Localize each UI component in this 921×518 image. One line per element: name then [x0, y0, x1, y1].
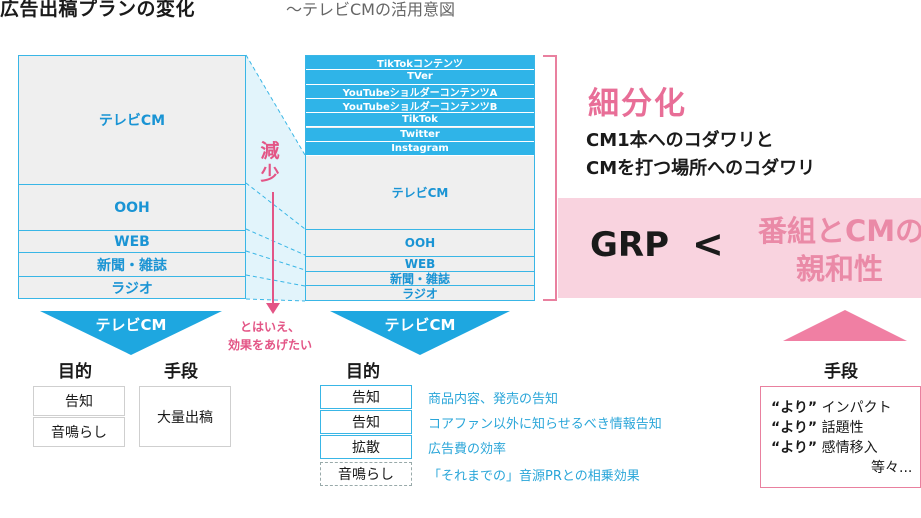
kodawari-line-1: CM1本へのコダワリと [586, 130, 774, 151]
before-segment: テレビCM [98, 113, 166, 129]
means-etc: 等々... [871, 460, 913, 476]
digital-channel: Twitter [306, 127, 534, 142]
mid-purpose-heading: 目的 [346, 362, 380, 382]
left-purpose-heading: 目的 [58, 362, 92, 382]
page-title: 広告出稿プランの変化 [0, 0, 196, 20]
after-segment: OOH [306, 229, 534, 256]
digital-channel: TVer [306, 70, 534, 85]
mid-purpose-desc-2: コアファン以外に知らせるべき情報告知 [428, 417, 662, 432]
before-segment: WEB [19, 230, 245, 252]
affinity-line-2: 親和性 [796, 252, 884, 286]
left-purpose-box-2: 音鳴らし [33, 417, 125, 447]
before-segment: 新聞・雑誌 [19, 252, 245, 276]
before-segment: ラジオ [19, 276, 245, 298]
grp-label: GRP [590, 225, 670, 265]
after-segment: ラジオ [306, 285, 534, 301]
grp-band [558, 198, 921, 298]
segmentation-heading: 細分化 [588, 86, 687, 122]
left-means-box: 大量出稿 [139, 386, 231, 447]
transition-shade [246, 55, 305, 301]
before-segment: OOH [19, 184, 245, 230]
digital-channel: Instagram [306, 141, 534, 157]
after-segment: 新聞・雑誌 [306, 270, 534, 286]
mid-purpose-box-2: 告知 [320, 410, 412, 434]
mid-tvcm-triangle [330, 311, 510, 355]
digital-channel: YouTubeショルダーコンテンツA [306, 84, 534, 99]
kodawari-line-2: CMを打つ場所へのコダワリ [586, 158, 816, 179]
mid-tvcm-label: テレビCM [384, 316, 456, 334]
right-means-heading: 手段 [824, 362, 858, 382]
reduction-arrow-head [266, 303, 280, 314]
means-line-1: “より” インパクト [771, 400, 892, 416]
reduction-label: 減少 [260, 140, 280, 185]
pink-up-triangle [783, 310, 907, 341]
after-segment: テレビCM [391, 186, 449, 201]
digital-channel: YouTubeショルダーコンテンツB [306, 98, 534, 114]
however-line-2: 効果をあげたい [228, 338, 313, 352]
affinity-line-1: 番組とCMの [758, 214, 921, 248]
mid-purpose-box-1: 告知 [320, 385, 412, 409]
means-line-2: “より” 話題性 [771, 420, 864, 436]
digital-channel: TikTok [306, 113, 534, 128]
digital-channel: TikTokコンテンツ [306, 56, 534, 71]
left-means-heading: 手段 [164, 362, 198, 382]
mid-purpose-desc-1: 商品内容、発売の告知 [428, 392, 559, 407]
right-means-box: “より” インパクト “より” 話題性 “より” 感情移入 等々... [760, 386, 921, 488]
mid-purpose-desc-3: 広告費の効率 [428, 442, 507, 457]
mid-purpose-desc-4: 「それまでの」音源PRとの相乗効果 [428, 469, 640, 484]
however-annotation: とはいえ、 効果をあげたい [228, 318, 312, 354]
left-tvcm-triangle [40, 311, 222, 355]
less-than-symbol: < [692, 222, 724, 266]
mid-purpose-box-3: 拡散 [320, 435, 412, 459]
page-subtitle: ～テレビCMの活用意図 [286, 0, 455, 19]
dashed-guides [245, 54, 306, 302]
after-segment: WEB [306, 256, 534, 271]
mid-purpose-box-4: 音鳴らし [320, 462, 412, 486]
means-line-3: “より” 感情移入 [771, 440, 878, 456]
however-line-1: とはいえ、 [240, 320, 301, 334]
left-tvcm-label: テレビCM [95, 316, 167, 334]
left-purpose-box-1: 告知 [33, 386, 125, 416]
segmentation-bracket [543, 55, 557, 301]
